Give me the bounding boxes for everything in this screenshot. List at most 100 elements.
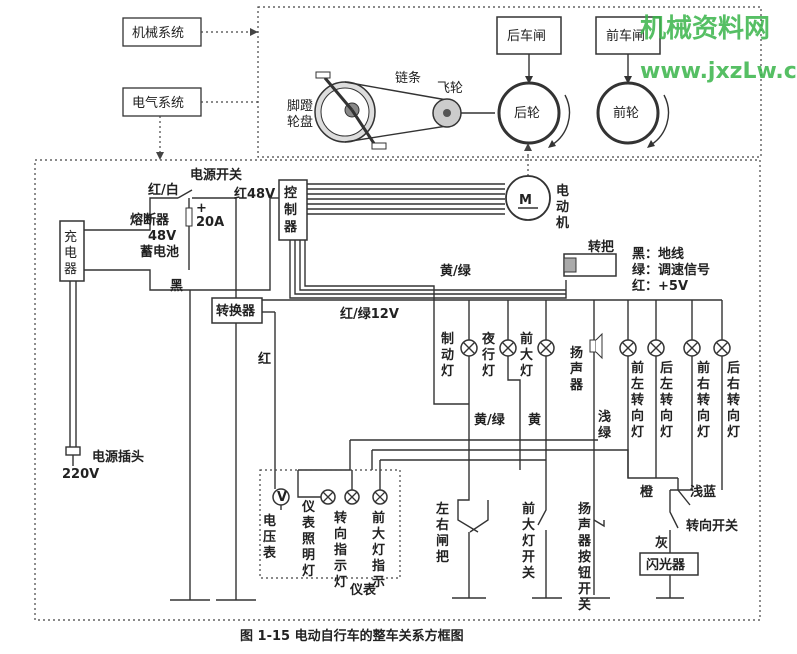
panel-label: 仪表 xyxy=(349,582,377,598)
yellow-green-mid: 黄/绿 xyxy=(474,412,506,428)
lbl-horn-1: 扬 xyxy=(570,345,583,361)
lbl-ti-5: 灯 xyxy=(334,574,347,590)
lbl-volt-1: 电 xyxy=(263,513,276,529)
rear-wheel-label: 后轮 xyxy=(514,106,540,121)
lbl-ill-2: 表 xyxy=(301,515,316,531)
lbl-fr-3: 转 xyxy=(697,392,710,408)
elec-system-label: 电气系统 xyxy=(132,95,184,111)
front-wheel xyxy=(596,81,660,145)
lbl-hb-6: 开 xyxy=(578,582,591,597)
horn-icon xyxy=(589,300,603,595)
lbl-hb-7: 关 xyxy=(578,597,591,613)
lbl-volt-2: 压 xyxy=(263,530,276,545)
lamp-rear-left xyxy=(647,300,665,357)
lbl-bh-2: 右 xyxy=(435,517,449,533)
lbl-head-3: 灯 xyxy=(520,363,533,379)
lbl-hi-4: 指 xyxy=(372,558,385,574)
lbl-hb-1: 扬 xyxy=(578,501,591,517)
lbl-hi-1: 前 xyxy=(372,510,385,526)
rear-wheel xyxy=(497,81,561,145)
voltage-label: 48V xyxy=(148,229,176,244)
lbl-head-1: 前 xyxy=(520,331,533,347)
lbl-ti-4: 示 xyxy=(334,559,347,574)
lbl-night-1: 夜 xyxy=(481,331,496,347)
red-green-12v: 红/绿12V xyxy=(340,306,399,322)
dash-panel xyxy=(259,469,401,579)
turn-switch xyxy=(669,478,691,553)
legend-black: 黑：地线 xyxy=(632,246,684,262)
lbl-head-2: 大 xyxy=(520,347,533,363)
legend-green: 绿：调速信号 xyxy=(632,262,710,278)
lbl-bh-1: 左 xyxy=(436,501,449,517)
lbl-hs-3: 灯 xyxy=(522,533,535,549)
plug-icon xyxy=(65,446,81,456)
lbl-bh-3: 闸 xyxy=(436,533,449,549)
lbl-horn-2: 声 xyxy=(569,361,583,377)
lamp-head xyxy=(537,300,555,470)
fuse-label: 熔断器 xyxy=(130,212,170,228)
red-white-label: 红/白 xyxy=(148,182,179,198)
yellow-label: 黄 xyxy=(528,412,541,428)
lbl-rr-3: 转 xyxy=(727,392,740,408)
elec-frame xyxy=(34,159,761,621)
lamp-night xyxy=(499,300,517,357)
rear-brake-label: 后车闸 xyxy=(507,28,546,44)
lbl-brake-2: 动 xyxy=(441,348,454,363)
lamp-front-right xyxy=(683,300,701,357)
throttle-label: 转把 xyxy=(588,239,614,255)
horn-button-switch xyxy=(580,519,610,599)
lbl-lg-1: 浅 xyxy=(598,409,611,425)
legend-red: 红：+5V xyxy=(632,278,688,294)
voltmeter-symbol: V xyxy=(277,490,287,505)
lbl-rl-2: 左 xyxy=(660,376,673,392)
flasher-label: 闪光器 xyxy=(646,557,686,573)
charger-label-3: 器 xyxy=(64,262,77,277)
converter-label: 转换器 xyxy=(216,303,256,319)
lbl-fl-3: 转 xyxy=(631,392,644,408)
chain-label: 链条 xyxy=(395,70,421,86)
controller-char-3: 器 xyxy=(283,220,298,235)
lbl-rr-4: 向 xyxy=(727,408,740,424)
lbl-hs-2: 大 xyxy=(522,517,535,533)
lbl-ill-3: 照 xyxy=(302,532,315,547)
headlight-switch xyxy=(532,470,562,599)
lbl-hb-5: 钮 xyxy=(577,565,591,581)
converter-box xyxy=(211,297,263,324)
motor-icon xyxy=(505,175,551,221)
lbl-hs-1: 前 xyxy=(522,501,535,517)
red-label: 红 xyxy=(258,351,271,367)
motor-char-1: 电 xyxy=(556,183,569,199)
lbl-brake-3: 灯 xyxy=(441,363,454,379)
lbl-fr-2: 右 xyxy=(696,376,710,392)
lbl-bh-4: 把 xyxy=(436,549,449,565)
yellow-green-top: 黄/绿 xyxy=(440,263,472,279)
flywheel-label: 飞轮 xyxy=(437,81,463,96)
lbl-rl-1: 后 xyxy=(660,360,673,376)
lbl-hi-3: 灯 xyxy=(372,542,385,558)
lbl-hb-2: 声 xyxy=(577,517,591,533)
chain-line xyxy=(344,81,448,143)
lbl-rl-3: 转 xyxy=(660,392,673,408)
power-switch-label: 电源开关 xyxy=(190,167,242,183)
lbl-hi-5: 示 xyxy=(372,575,385,590)
motor-symbol: M xyxy=(519,193,532,208)
lbl-fl-2: 左 xyxy=(631,376,644,392)
lbl-fl-1: 前 xyxy=(631,360,644,376)
lbl-ill-5: 灯 xyxy=(302,563,315,579)
elec-system-box xyxy=(122,87,202,117)
fuse-rating: 20A xyxy=(196,215,224,230)
lbl-ti-3: 指 xyxy=(334,542,347,558)
plug-label: 电源插头 xyxy=(92,449,144,465)
lbl-rl-4: 向 xyxy=(660,408,673,424)
lbl-hs-4: 开 xyxy=(522,550,535,565)
motor-char-2: 动 xyxy=(556,200,569,215)
brake-handle-switch xyxy=(452,420,489,599)
mech-system-group: 机械系统 电气系统 脚蹬 轮盘 链条 飞轮 后车闸 xyxy=(122,6,762,176)
controller-char-2: 制 xyxy=(284,202,297,218)
light-blue-label: 浅蓝 xyxy=(690,484,716,500)
lbl-lg-2: 绿 xyxy=(598,425,612,441)
lbl-fr-4: 向 xyxy=(697,408,710,424)
motor-char-3: 机 xyxy=(556,215,569,231)
